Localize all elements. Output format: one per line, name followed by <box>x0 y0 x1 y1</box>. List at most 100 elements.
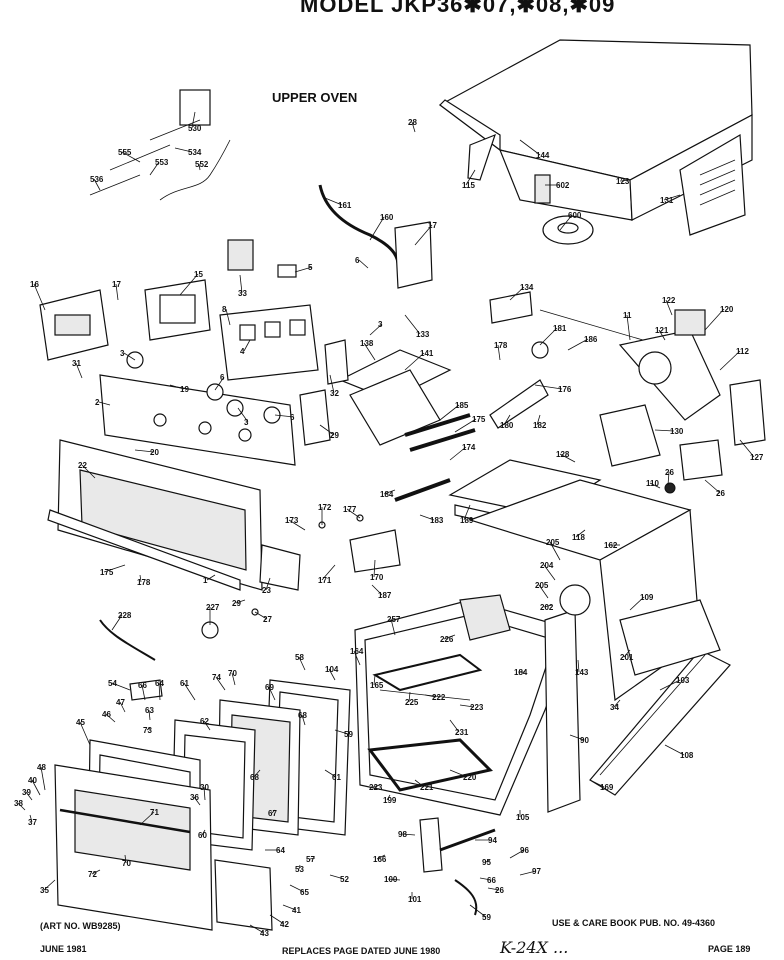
leader-line <box>93 178 101 191</box>
callout-label: 171 <box>318 576 332 585</box>
callout-label: 15 <box>194 270 203 279</box>
leader-line <box>111 682 131 691</box>
leader-line <box>439 404 460 421</box>
callout-label: 164 <box>350 647 364 656</box>
leader-line <box>206 574 216 581</box>
callout-label: 22 <box>78 461 87 470</box>
leader-line <box>419 514 435 521</box>
callout-label: 180 <box>500 421 514 430</box>
leader-line <box>249 924 265 934</box>
leader-line <box>201 829 206 836</box>
art-number: (ART NO. WB9285) <box>40 921 121 931</box>
callout-label: 173 <box>285 516 299 525</box>
bracket-32 <box>324 339 349 385</box>
callout-label: 67 <box>268 809 277 818</box>
connector-5 <box>277 264 297 278</box>
leader-line <box>503 414 511 426</box>
callout-label: 48 <box>37 763 46 772</box>
bake-element-220 <box>367 738 493 792</box>
callout-label: 26 <box>716 489 725 498</box>
callout-label: 20 <box>150 448 159 457</box>
control-module-16 <box>39 289 109 361</box>
callout-label: 223 <box>470 703 484 712</box>
leader-line <box>567 338 589 351</box>
leader-line <box>519 139 541 156</box>
callout-label: 38 <box>14 799 23 808</box>
leader-line <box>369 216 385 241</box>
leader-line <box>543 564 556 581</box>
callout-label: 109 <box>640 593 654 602</box>
leader-line <box>704 479 721 494</box>
leader-line <box>386 794 391 801</box>
callout-label: 94 <box>488 836 497 845</box>
callout-label: 161 <box>338 201 352 210</box>
callout-label: 225 <box>405 698 419 707</box>
leader-line <box>298 656 306 671</box>
callout-label: 32 <box>330 389 339 398</box>
callout-label: 52 <box>340 875 349 884</box>
callout-label: 3 <box>244 418 249 427</box>
bottom-rail-108 <box>589 649 731 796</box>
callout-label: 175 <box>100 568 114 577</box>
latch-170 <box>349 529 401 573</box>
leader-line <box>654 429 675 432</box>
callout-label: 101 <box>408 895 422 904</box>
leader-line <box>17 802 26 811</box>
leader-line <box>146 727 151 731</box>
leader-line <box>239 274 243 294</box>
leader-line <box>139 574 142 583</box>
leader-line <box>79 721 91 746</box>
panel-17 <box>394 221 433 289</box>
leader-line <box>148 709 151 721</box>
callout-label: 220 <box>463 773 477 782</box>
leader-line <box>328 668 336 681</box>
rod-11 <box>539 309 661 346</box>
leader-line <box>309 857 316 860</box>
leader-line <box>334 729 349 735</box>
leader-line <box>479 877 492 881</box>
leader-line <box>443 634 456 640</box>
switch-602 <box>534 174 551 204</box>
bracket-115 <box>467 133 496 181</box>
callout-label: 223 <box>369 783 383 792</box>
callout-label: 227 <box>206 603 220 612</box>
callout-label: 141 <box>420 349 434 358</box>
leader-line <box>404 314 421 335</box>
callout-label: 30 <box>200 783 209 792</box>
leader-line <box>324 197 343 206</box>
callout-label: 176 <box>558 385 572 394</box>
callout-label: 175 <box>472 415 486 424</box>
callout-label: 602 <box>556 181 570 190</box>
leader-line <box>383 489 396 495</box>
side-panel-90 <box>544 609 581 813</box>
leader-line <box>329 374 335 394</box>
callout-label: 58 <box>295 653 304 662</box>
callout-label: 37 <box>28 818 37 827</box>
leader-line <box>363 342 376 361</box>
leader-line <box>115 283 119 301</box>
knob-110 <box>664 482 676 494</box>
light-socket-228 <box>99 619 156 661</box>
leader-line <box>346 508 361 519</box>
leader-line <box>619 179 631 182</box>
leader-line <box>254 611 268 620</box>
callout-label: 2 <box>95 398 100 407</box>
callout-label: 35 <box>40 886 49 895</box>
frame-15 <box>144 279 211 341</box>
callout-label: 110 <box>646 479 659 488</box>
leader-line <box>294 266 313 273</box>
callout-label: 178 <box>494 341 508 350</box>
leader-line <box>31 779 41 796</box>
callout-label: 226 <box>440 635 454 644</box>
callout-label: 160 <box>380 213 394 222</box>
callout-label: 202 <box>540 603 554 612</box>
callout-label: 16 <box>30 280 39 289</box>
callout-label: 40 <box>28 776 37 785</box>
leader-line <box>539 327 558 346</box>
callout-label: 68 <box>298 711 307 720</box>
callout-label: 177 <box>343 505 357 514</box>
callout-label: 221 <box>420 783 434 792</box>
leader-line <box>371 584 383 596</box>
bracket-127 <box>729 379 766 446</box>
callout-label: 105 <box>516 813 530 822</box>
